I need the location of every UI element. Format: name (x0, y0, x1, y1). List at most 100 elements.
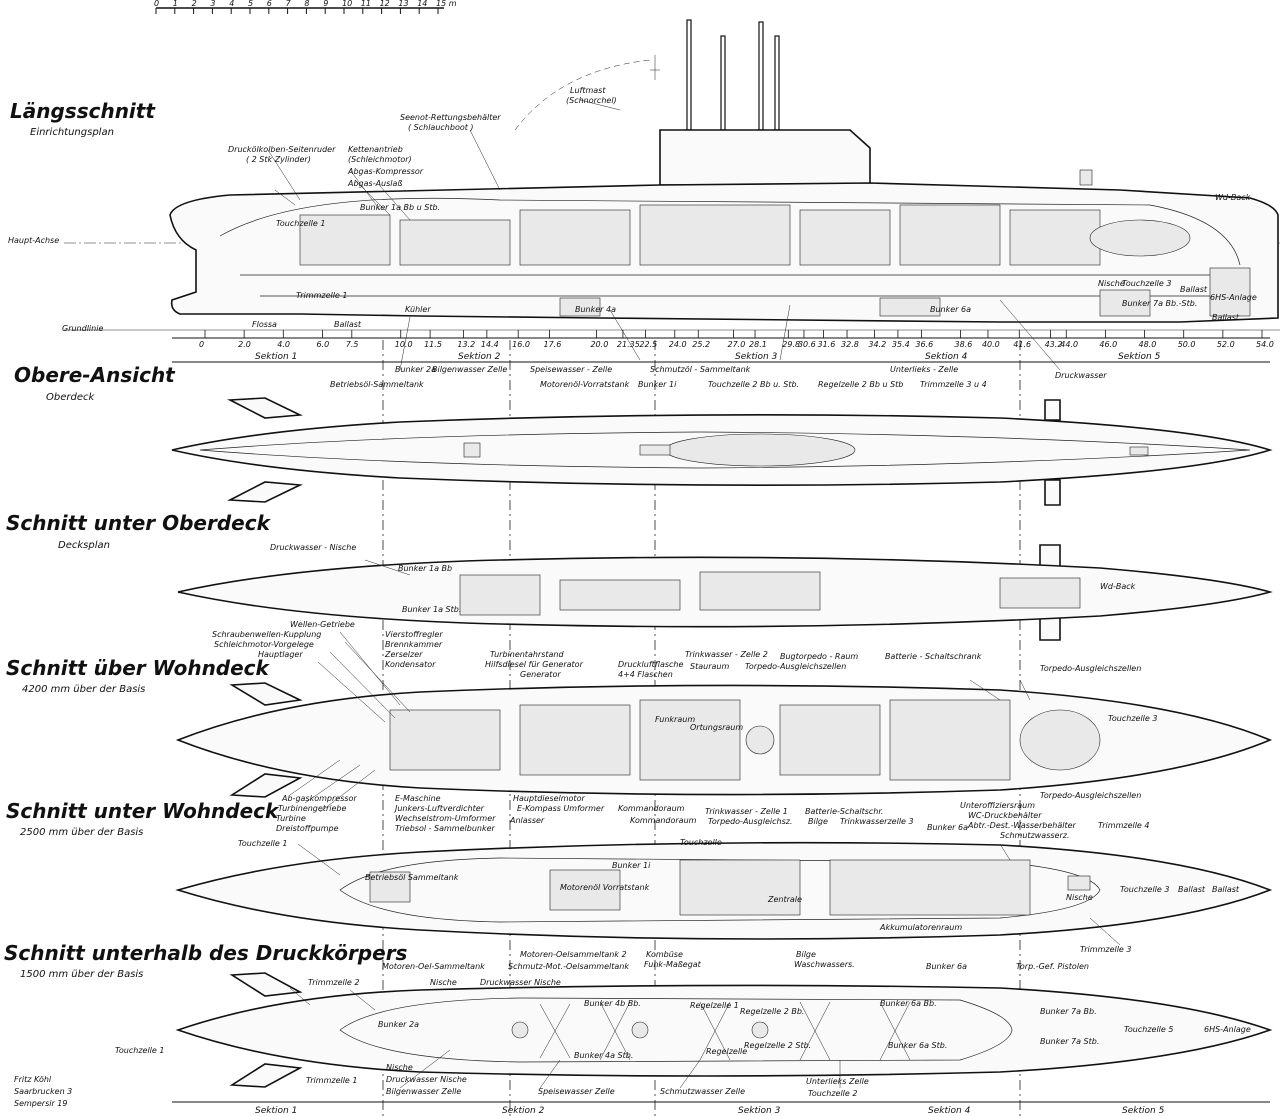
scale-tick-label: 13 (398, 0, 408, 8)
svg-text:Druckwasser - Nische: Druckwasser - Nische (270, 543, 356, 552)
svg-text:Stauraum: Stauraum (690, 662, 729, 671)
svg-text:Touchzelle 3: Touchzelle 3 (1120, 885, 1169, 894)
svg-text:Batterie - Schaltschrank: Batterie - Schaltschrank (885, 652, 982, 661)
axis-tick-label: 10.0 (395, 340, 413, 349)
axis-tick-label: 6.0 (316, 340, 329, 349)
axis-tick-label: 41.6 (1013, 340, 1031, 349)
svg-text:Regelzelle 2 Bb.: Regelzelle 2 Bb. (740, 1007, 804, 1016)
svg-text:Motorenöl Vorratstank: Motorenöl Vorratstank (560, 883, 650, 892)
svg-text:Touchzelle 1: Touchzelle 1 (238, 839, 287, 848)
view-title: Schnitt über Wohndeck (6, 656, 271, 680)
conning-tower (659, 129, 871, 186)
svg-text:Kettenantrieb: Kettenantrieb (348, 145, 403, 154)
view-section-below-upper-deck: Schnitt unter Oberdeck Decksplan Druckwa… (6, 511, 1273, 641)
axis-tick-label: 25.2 (692, 340, 710, 349)
svg-text:Unterlieks - Zelle: Unterlieks - Zelle (890, 365, 958, 374)
svg-text:Bunker 1a Bb: Bunker 1a Bb (398, 564, 452, 573)
view-section-above-living-deck: Schnitt über Wohndeck 4200 mm über der B… (6, 620, 1273, 833)
svg-text:Bilge: Bilge (796, 950, 816, 959)
svg-text:(Schleichmotor): (Schleichmotor) (348, 155, 412, 164)
svg-text:Bunker 4b Bb.: Bunker 4b Bb. (584, 999, 641, 1008)
svg-text:Torp.-Gef. Pistolen: Torp.-Gef. Pistolen (1016, 962, 1089, 971)
svg-text:Kommandoraum: Kommandoraum (630, 816, 697, 825)
axis-tick-label: 31.6 (818, 340, 836, 349)
view-title: Längsschnitt (10, 99, 156, 123)
svg-text:Trimmzelle 1: Trimmzelle 1 (306, 1076, 357, 1085)
svg-text:Turbinengetriebe: Turbinengetriebe (278, 804, 346, 813)
svg-text:Ballast: Ballast (1212, 313, 1240, 322)
axis-tick-label: 0 (199, 340, 204, 349)
scale-tick-label: 2 (192, 0, 197, 8)
section-label: Sektion 5 (1118, 352, 1161, 362)
scale-tick-label: 8 (304, 0, 309, 8)
svg-text:Hauptdieselmotor: Hauptdieselmotor (513, 794, 585, 803)
author-block: Fritz Köhl Saarbrucken 3 Sempersir 19 (14, 1075, 72, 1108)
view-title: Schnitt unter Oberdeck (6, 511, 272, 535)
axis-tick-label: 32.8 (841, 340, 859, 349)
svg-text:Wd-Back: Wd-Back (1215, 193, 1251, 202)
masts (514, 19, 780, 131)
svg-text:Touchzelle 3: Touchzelle 3 (1108, 714, 1157, 723)
view-top-view: Obere-Ansicht Oberdeck (14, 363, 1273, 506)
svg-text:Batterie-Schaltschr.: Batterie-Schaltschr. (805, 807, 883, 816)
scale-tick-label: 0 (154, 0, 159, 8)
svg-text:Akkumulatorenraum: Akkumulatorenraum (879, 923, 962, 932)
scale-tick-label: 12 (380, 0, 390, 8)
svg-text:Vierstoffregler: Vierstoffregler (385, 630, 443, 639)
section-label: Sektion 2 (502, 1106, 545, 1116)
axis-tick-label: 36.6 (915, 340, 933, 349)
svg-text:Brennkammer: Brennkammer (385, 640, 443, 649)
axis-tick-label: 24.0 (669, 340, 687, 349)
svg-text:Ballast: Ballast (1178, 885, 1206, 894)
svg-text:Bunker 7a Bb.-Stb.: Bunker 7a Bb.-Stb. (1122, 299, 1197, 308)
svg-text:Kombüse: Kombüse (646, 950, 683, 959)
svg-text:Kühler: Kühler (405, 305, 431, 314)
svg-text:Turbine: Turbine (276, 814, 306, 823)
svg-text:E-Kompass Umformer: E-Kompass Umformer (517, 804, 605, 813)
hull-below-pressure-hull (175, 984, 1273, 1077)
svg-text:Trimmzelle 1: Trimmzelle 1 (296, 291, 347, 300)
svg-text:Regelzelle 1: Regelzelle 1 (690, 1001, 739, 1010)
svg-text:Bilgenwasser Zelle: Bilgenwasser Zelle (432, 365, 507, 374)
author-city: Saarbrucken 3 (14, 1087, 72, 1096)
svg-text:Bunker 7a Bb.: Bunker 7a Bb. (1040, 1007, 1097, 1016)
svg-text:Unteroffiziersraum: Unteroffiziersraum (960, 801, 1035, 810)
axis-tick-label: 20.0 (590, 340, 608, 349)
svg-text:Bunker 4a: Bunker 4a (575, 305, 616, 314)
section-label: Sektion 5 (1122, 1106, 1165, 1116)
view-subtitle: Einrichtungsplan (30, 127, 114, 138)
svg-text:Triebsol - Sammelbunker: Triebsol - Sammelbunker (395, 824, 496, 833)
svg-text:Luftmast: Luftmast (570, 86, 606, 95)
svg-text:Ab-gaskompressor: Ab-gaskompressor (281, 794, 357, 803)
svg-text:Trinkwasser - Zelle 2: Trinkwasser - Zelle 2 (685, 650, 768, 659)
axis-tick-label: 14.4 (481, 340, 499, 349)
svg-text:Ballast: Ballast (334, 320, 362, 329)
living-deck-below-labels: Touchzelle 1 Betriebsöl Sammeltank Bunke… (238, 811, 1240, 971)
svg-text:Abtr.-Dest.-Wasserbehälter: Abtr.-Dest.-Wasserbehälter (967, 821, 1077, 830)
base-line-label: Grundlinie (62, 324, 103, 333)
axis-tick-label: 27.0 (728, 340, 746, 349)
view-title: Schnitt unter Wohndeck (6, 799, 280, 823)
svg-text:Generator: Generator (520, 670, 561, 679)
svg-text:Druckwasser Nische: Druckwasser Nische (386, 1075, 467, 1084)
axis-tick-label: 17.6 (544, 340, 562, 349)
axis-tick-label: 11.5 (424, 340, 442, 349)
svg-text:Druckwasser Nische: Druckwasser Nische (480, 978, 561, 987)
svg-text:E-Maschine: E-Maschine (395, 794, 441, 803)
scale-tick-label: 5 (248, 0, 253, 8)
svg-text:Bunker 4a Stb.: Bunker 4a Stb. (574, 1051, 633, 1060)
svg-text:Bunker 2a: Bunker 2a (378, 1020, 419, 1029)
svg-text:Nische: Nische (430, 978, 457, 987)
axis-tick-label: 13.2 (457, 340, 475, 349)
axis-tick-label: 22.5 (639, 340, 657, 349)
scale-tick-label: 14 (417, 0, 427, 8)
view-subtitle: Decksplan (58, 540, 110, 551)
svg-text:Schleichmotor-Vorgelege: Schleichmotor-Vorgelege (214, 640, 314, 649)
svg-text:Zerselzer: Zerselzer (384, 650, 423, 659)
scale-tick-label: 7 (286, 0, 292, 8)
svg-text:Druckölkolben-Seitenruder: Druckölkolben-Seitenruder (228, 145, 336, 154)
below-hull-labels: Trimmzelle 2 Nische Druckwasser Nische B… (115, 978, 1251, 1098)
svg-text:Touchzelle 2 Bb u. Stb.: Touchzelle 2 Bb u. Stb. (708, 380, 799, 389)
living-deck-above-labels: Wellen-Getriebe Schraubenwellen-Kupplung… (212, 620, 1157, 833)
